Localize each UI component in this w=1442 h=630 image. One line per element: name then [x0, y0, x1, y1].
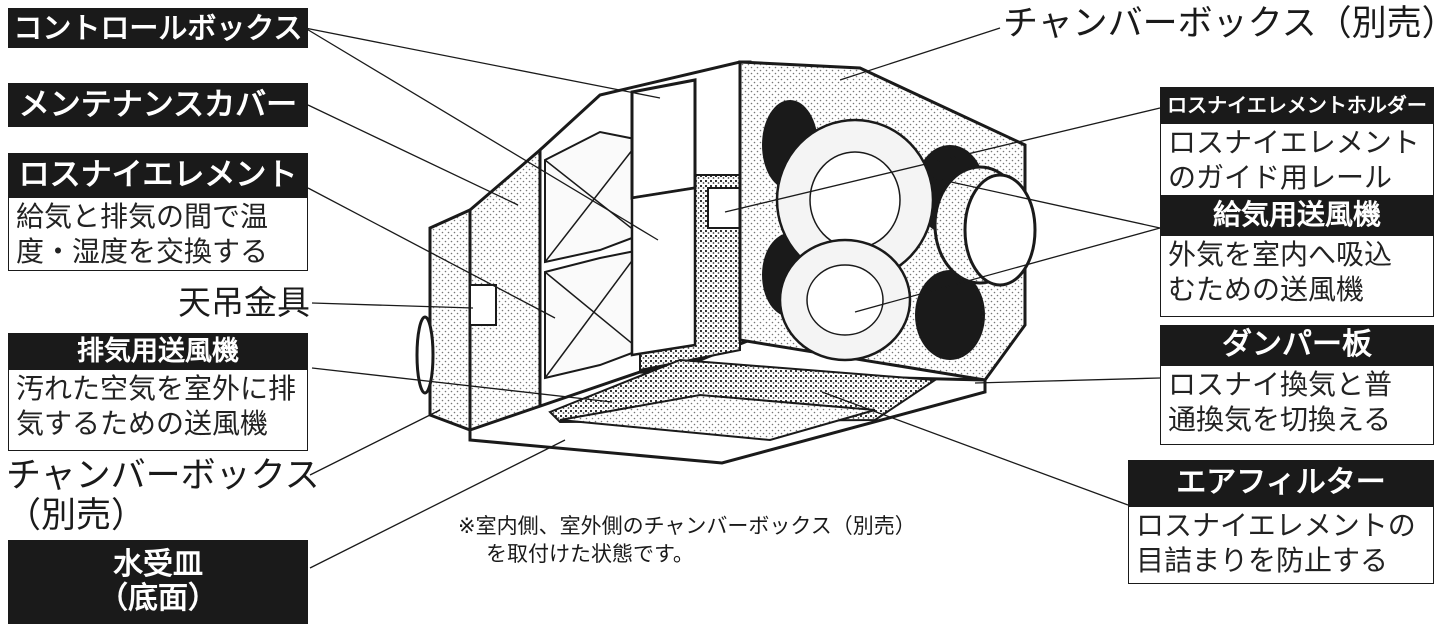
- installation-note-line-1: ※室内側、室外側のチャンバーボックス（別売）: [458, 514, 916, 538]
- right-chamber-box: [738, 60, 1037, 382]
- damper-desc-line-1: ロスナイ換気と普: [1168, 368, 1393, 401]
- exhaust-fan-desc-line-1: 汚れた空気を室外に排: [16, 372, 297, 405]
- damper-desc-line-2: 通換気を切換える: [1168, 403, 1392, 436]
- bottom-panel: [468, 358, 987, 465]
- left-chamber-box: [415, 146, 542, 433]
- element-holder-desc-line-1: ロスナイエレメント: [1168, 126, 1420, 159]
- lossnay-element-label: ロスナイエレメント: [8, 153, 308, 197]
- ceiling-fitting-label: 天吊金具: [178, 283, 310, 322]
- exhaust-fan-desc-line-2: 気するための送風機: [16, 407, 269, 440]
- leader-lines: [304, 27, 1161, 569]
- installation-note: ※室内側、室外側のチャンバーボックス（別売） を取付けた状態です。: [458, 512, 916, 569]
- air-filter-desc-line-2: 目詰まりを防止する: [1136, 544, 1389, 577]
- air-filter-desc: ロスナイエレメントの 目詰まりを防止する: [1128, 506, 1434, 584]
- damper-label: ダンパー板: [1160, 325, 1434, 365]
- lossnay-element-desc-line-2: 度・湿度を交換する: [16, 235, 269, 268]
- chamber-box-left-line-1: チャンバーボックス: [6, 456, 320, 496]
- element-holder-label: ロスナイエレメントホルダー: [1160, 87, 1434, 123]
- exhaust-fan-label: 排気用送風機: [8, 333, 308, 369]
- supply-fan-desc-line-1: 外気を室内へ吸込: [1168, 238, 1393, 271]
- supply-fan-label: 給気用送風機: [1160, 195, 1434, 235]
- installation-note-line-2: を取付けた状態です。: [486, 542, 694, 567]
- maintenance-cover-label: メンテナンスカバー: [8, 83, 308, 127]
- air-filter-desc-line-1: ロスナイエレメントの: [1136, 509, 1416, 542]
- chamber-box-left-label: チャンバーボックス （別売）: [6, 456, 320, 537]
- exhaust-fan-desc: 汚れた空気を室外に排 気するための送風機: [8, 369, 308, 451]
- chamber-box-title: チャンバーボックス（別売）: [1003, 4, 1442, 44]
- element-holder-desc: ロスナイエレメント のガイド用レール: [1160, 123, 1434, 206]
- damper-desc: ロスナイ換気と普 通換気を切換える: [1160, 365, 1434, 445]
- drain-pan-line-2: （底面）: [98, 581, 218, 616]
- drain-pan-line-1: 水受皿: [113, 546, 203, 582]
- drain-pan-label: 水受皿 （底面）: [8, 540, 308, 624]
- lossnay-element-desc: 給気と排気の間で温 度・湿度を交換する: [8, 197, 308, 271]
- supply-fan-desc: 外気を室内へ吸込 むための送風機: [1160, 235, 1434, 317]
- control-box-label: コントロールボックス: [8, 8, 308, 48]
- element-holder-desc-line-2: のガイド用レール: [1168, 161, 1393, 194]
- main-body: [469, 60, 752, 423]
- supply-fan-desc-line-2: むための送風機: [1168, 273, 1365, 306]
- chamber-box-left-line-2: （別売）: [6, 496, 147, 537]
- lossnay-element-desc-line-1: 給気と排気の間で温: [16, 200, 269, 233]
- air-filter-label: エアフィルター: [1128, 460, 1434, 506]
